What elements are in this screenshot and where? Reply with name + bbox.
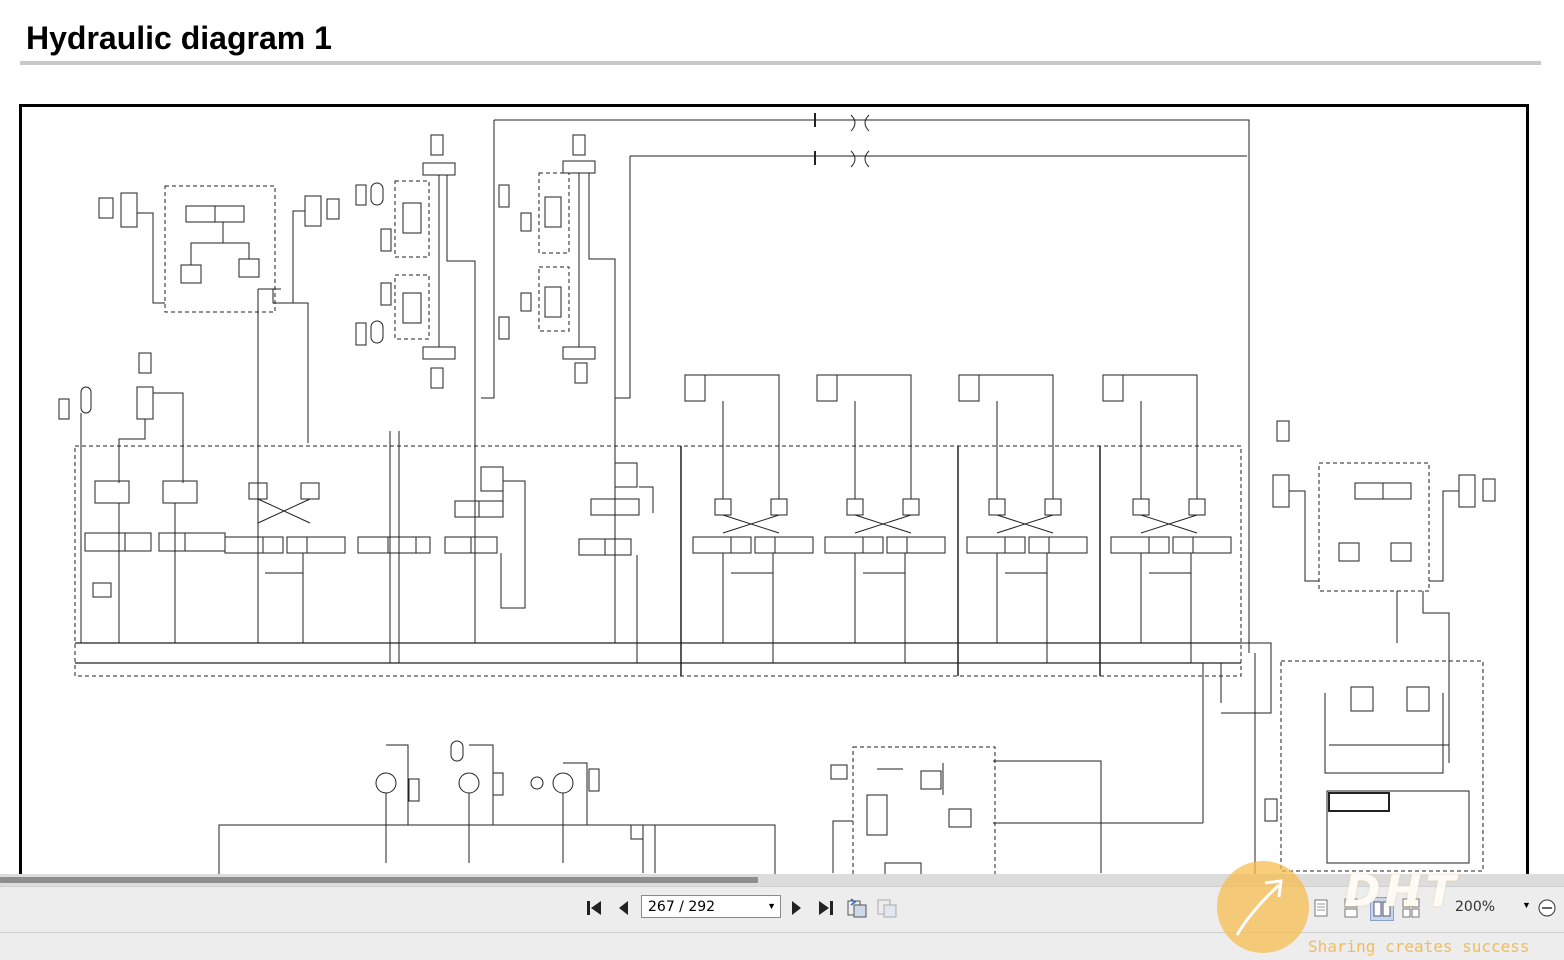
single-page-view-icon[interactable] — [1310, 897, 1332, 919]
zoom-dropdown-icon[interactable]: ▼ — [1522, 900, 1531, 910]
hydraulic-schematic-drawing — [58, 113, 1496, 886]
horizontal-scrollbar[interactable] — [0, 874, 1564, 886]
two-page-continuous-view-icon[interactable] — [1400, 897, 1422, 919]
page-title: Hydraulic diagram 1 — [26, 20, 332, 56]
previous-page-icon[interactable] — [612, 897, 634, 919]
zoom-out-icon[interactable] — [1536, 897, 1558, 919]
continuous-view-icon[interactable] — [1340, 897, 1362, 919]
page-number-field[interactable]: 267 / 292 ▼ — [641, 895, 781, 918]
two-page-view-icon[interactable] — [1370, 897, 1394, 921]
first-page-icon[interactable] — [584, 897, 606, 919]
viewer-toolbar: 267 / 292 ▼ 200% ▼ — [0, 886, 1564, 960]
rotate-icon[interactable] — [846, 897, 868, 919]
last-page-icon[interactable] — [814, 897, 836, 919]
extract-icon[interactable] — [876, 897, 898, 919]
next-page-icon[interactable] — [786, 897, 808, 919]
zoom-level[interactable]: 200% — [1455, 899, 1496, 915]
hydraulic-diagram — [19, 104, 1529, 894]
scrollbar-thumb[interactable] — [0, 877, 758, 883]
title-divider — [20, 61, 1541, 65]
toolbar-divider — [0, 932, 1564, 933]
page-dropdown-icon[interactable]: ▼ — [767, 901, 776, 911]
page-indicator: 267 / 292 — [648, 899, 716, 915]
